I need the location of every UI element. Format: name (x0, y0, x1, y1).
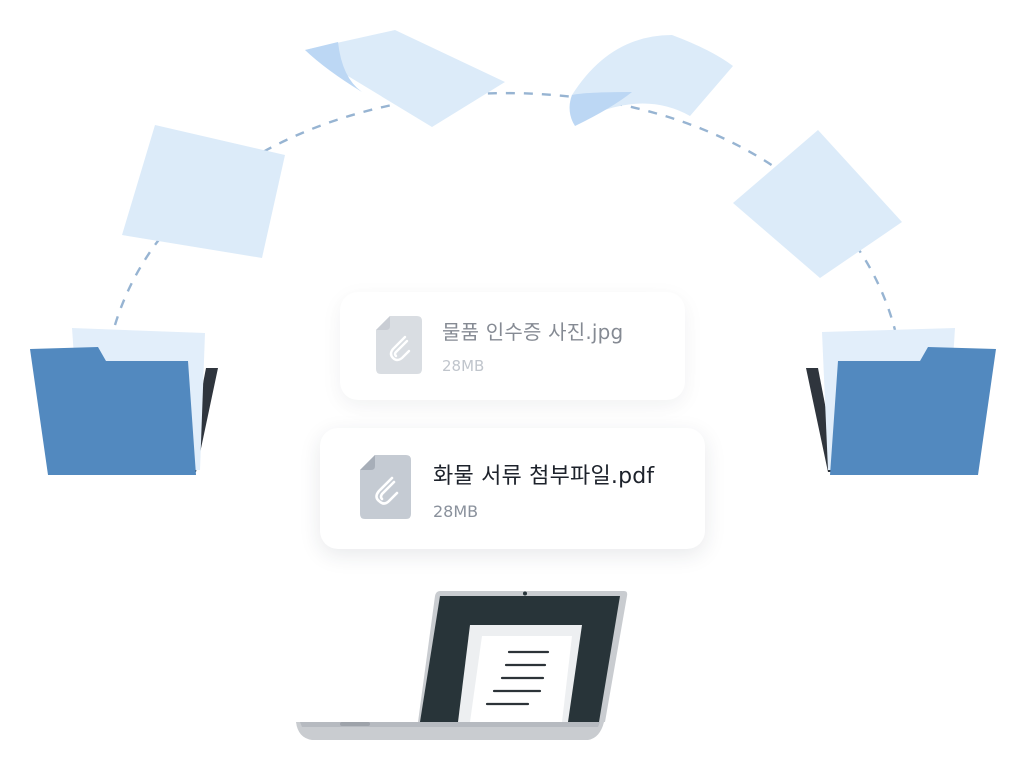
paperclip-file-icon (376, 316, 422, 374)
flying-papers (122, 30, 902, 278)
transfer-arc (113, 91, 897, 331)
folder-right-icon (806, 328, 996, 475)
document-icon (485, 650, 550, 706)
file-name: 화물 서류 첨부파일.pdf (433, 464, 655, 489)
file-info: 물품 인수증 사진.jpg 28MB (442, 316, 623, 375)
file-info: 화물 서류 첨부파일.pdf 28MB (433, 458, 654, 521)
file-card-receipt-photo[interactable]: 물품 인수증 사진.jpg 28MB (340, 292, 685, 400)
paper-sheet (305, 30, 505, 127)
file-size: 28MB (433, 502, 479, 521)
file-size: 28MB (442, 357, 485, 375)
folder-left-icon (30, 328, 218, 475)
paper-sheet-fold (305, 42, 362, 92)
paper-sheet-fold (569, 92, 632, 126)
paper-sheet (733, 130, 902, 278)
laptop-icon (296, 591, 628, 740)
file-name: 물품 인수증 사진.jpg (442, 320, 624, 344)
paper-sheet (122, 125, 285, 258)
file-card-cargo-document[interactable]: 화물 서류 첨부파일.pdf 28MB (320, 428, 705, 549)
paperclip-file-icon (360, 455, 411, 519)
